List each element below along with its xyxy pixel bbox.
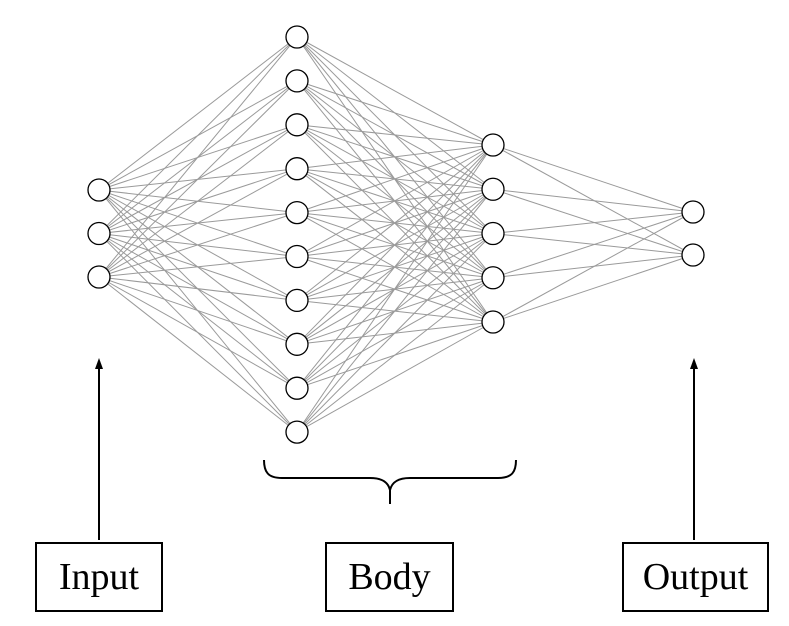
input-layer-node xyxy=(87,178,111,202)
connection-line xyxy=(98,124,298,278)
hidden-layer-1-node xyxy=(285,420,309,444)
connection-line xyxy=(296,188,494,433)
connection-line xyxy=(98,212,298,278)
connection-line xyxy=(492,233,694,256)
connection-line xyxy=(98,276,298,301)
hidden-layer-2-node xyxy=(481,266,505,290)
hidden-layer-1-node xyxy=(285,288,309,313)
connection-line xyxy=(296,144,494,433)
connection-line xyxy=(98,276,298,345)
output-arrowhead-icon xyxy=(690,358,698,369)
connection-line xyxy=(492,188,694,213)
connection-line xyxy=(492,211,694,279)
output-layer-node xyxy=(681,200,705,224)
connection-line xyxy=(98,276,298,433)
annotations xyxy=(95,358,698,540)
connection-line xyxy=(296,277,494,433)
hidden-layer-2-node xyxy=(481,221,505,246)
hidden-layer-1-node xyxy=(285,25,309,49)
connection-line xyxy=(98,276,298,389)
hidden-layer-1-node xyxy=(285,376,309,400)
output-layer-node xyxy=(681,243,705,267)
connection-line xyxy=(98,80,298,278)
connection-line xyxy=(98,36,298,234)
connection-line xyxy=(296,124,494,146)
connection-line xyxy=(296,144,494,214)
neuron-nodes xyxy=(87,25,705,444)
hidden-layer-1-node xyxy=(285,113,309,137)
output-label-box: Output xyxy=(622,542,769,612)
connection-line xyxy=(296,144,494,301)
connection-line xyxy=(296,144,494,345)
connection-line xyxy=(98,36,298,191)
output-label: Output xyxy=(642,556,749,598)
input-label: Input xyxy=(58,556,140,598)
input-layer-node xyxy=(87,265,111,289)
body-brace xyxy=(263,459,517,504)
connection-line xyxy=(296,36,494,146)
hidden-layer-1-node xyxy=(285,200,309,225)
input-layer-node xyxy=(87,221,111,246)
connection-line xyxy=(492,144,694,256)
hidden-layer-1-node xyxy=(285,69,309,93)
connection-line xyxy=(296,233,494,433)
connection-line xyxy=(492,211,694,323)
hidden-layer-2-node xyxy=(481,177,505,201)
connection-line xyxy=(296,321,494,433)
connection-lines xyxy=(98,36,694,433)
connection-line xyxy=(296,144,494,389)
connection-line xyxy=(98,168,298,278)
hidden-layer-1-node xyxy=(285,244,309,269)
connection-line xyxy=(98,256,298,278)
hidden-layer-1-node xyxy=(285,157,309,181)
connection-line xyxy=(492,211,694,234)
input-arrowhead-icon xyxy=(95,358,103,369)
body-label-box: Body xyxy=(325,542,454,612)
connection-line xyxy=(98,36,298,278)
connection-line xyxy=(296,144,494,257)
body-label: Body xyxy=(348,556,431,598)
input-label-box: Input xyxy=(35,542,163,612)
connection-line xyxy=(492,144,694,213)
connection-line xyxy=(492,254,694,279)
hidden-layer-2-node xyxy=(481,310,505,334)
hidden-layer-1-node xyxy=(285,332,309,356)
connection-line xyxy=(296,144,494,170)
connection-line xyxy=(492,254,694,323)
hidden-layer-2-node xyxy=(481,133,505,157)
connection-line xyxy=(492,188,694,256)
connection-line xyxy=(296,80,494,146)
